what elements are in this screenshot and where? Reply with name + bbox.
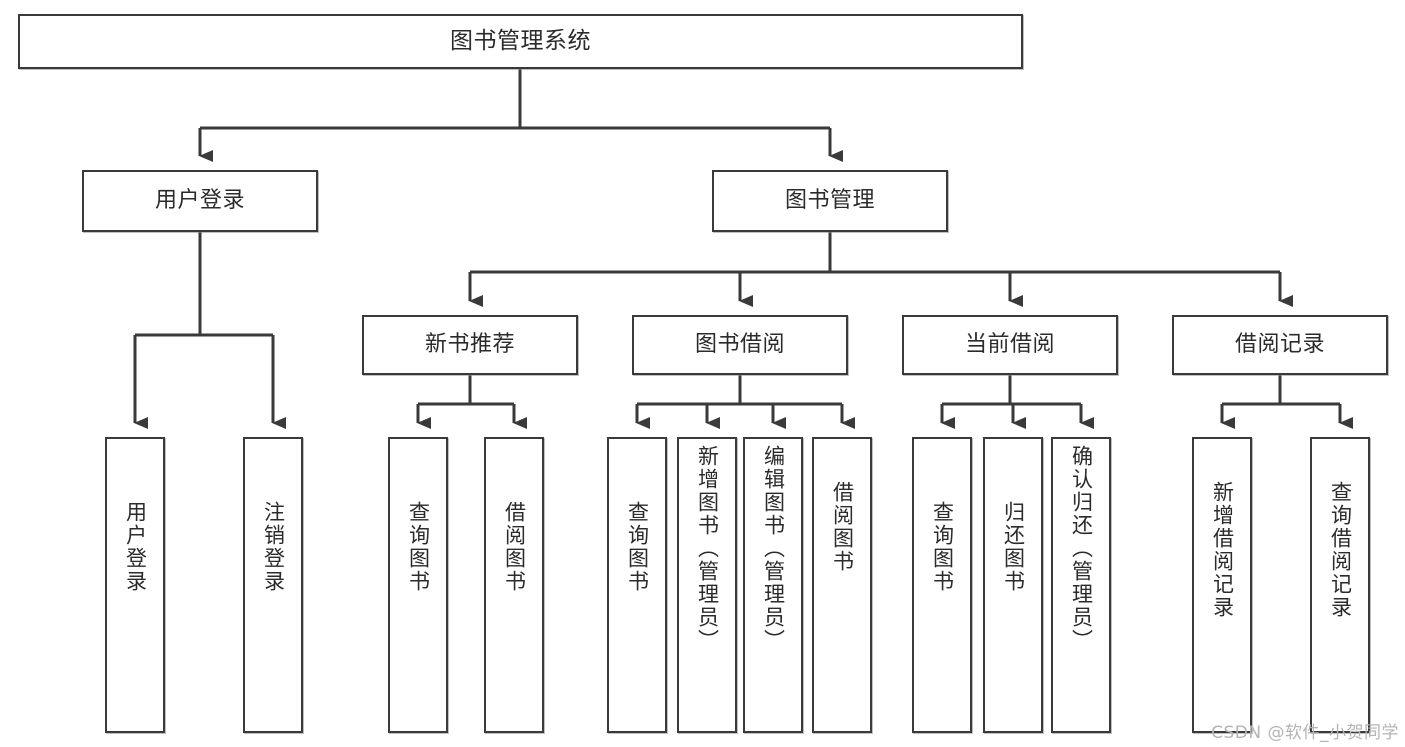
node-leaf-borrow-book-2[interactable]: 借阅图书 bbox=[812, 437, 872, 733]
node-book-management-label: 图书管理 bbox=[784, 188, 875, 214]
node-leaf-logout[interactable]: 注销登录 bbox=[243, 437, 303, 733]
node-borrow-record[interactable]: 借阅记录 bbox=[1172, 315, 1388, 375]
node-leaf-query-book-1[interactable]: 查询图书 bbox=[388, 437, 448, 733]
node-leaf-query-borrow-record[interactable]: 查询借阅记录 bbox=[1310, 437, 1370, 733]
node-current-borrow-label: 当前借阅 bbox=[964, 332, 1055, 358]
node-leaf-borrow-book-1[interactable]: 借阅图书 bbox=[484, 437, 544, 733]
node-leaf-edit-book-admin[interactable]: 编辑图书（管理员） bbox=[743, 437, 803, 733]
node-leaf-logout-label: 注销登录 bbox=[261, 501, 286, 593]
node-leaf-query-book-2-label: 查询图书 bbox=[625, 501, 650, 593]
node-leaf-query-book-3-label: 查询图书 bbox=[930, 501, 955, 593]
node-leaf-query-book-1-label: 查询图书 bbox=[406, 501, 431, 593]
node-book-borrow-label: 图书借阅 bbox=[694, 332, 785, 358]
node-user-login[interactable]: 用户登录 bbox=[82, 170, 318, 232]
node-leaf-borrow-book-2-label: 借阅图书 bbox=[830, 481, 855, 573]
node-root[interactable]: 图书管理系统 bbox=[18, 14, 1023, 69]
node-leaf-query-borrow-record-label: 查询借阅记录 bbox=[1328, 481, 1353, 619]
node-new-book-recommend-label: 新书推荐 bbox=[424, 332, 515, 358]
node-leaf-query-book-3[interactable]: 查询图书 bbox=[912, 437, 972, 733]
node-leaf-confirm-return-admin[interactable]: 确认归还（管理员） bbox=[1051, 437, 1111, 733]
node-leaf-return-book[interactable]: 归还图书 bbox=[983, 437, 1043, 733]
node-leaf-query-book-2[interactable]: 查询图书 bbox=[607, 437, 667, 733]
node-borrow-record-label: 借阅记录 bbox=[1234, 332, 1325, 358]
node-leaf-add-borrow-record[interactable]: 新增借阅记录 bbox=[1192, 437, 1252, 733]
node-leaf-return-book-label: 归还图书 bbox=[1001, 501, 1026, 593]
node-leaf-add-borrow-record-label: 新增借阅记录 bbox=[1210, 481, 1235, 619]
node-leaf-add-book-admin[interactable]: 新增图书（管理员） bbox=[677, 437, 737, 733]
node-leaf-user-login-label: 用户登录 bbox=[123, 501, 148, 593]
node-new-book-recommend[interactable]: 新书推荐 bbox=[362, 315, 578, 375]
node-book-management[interactable]: 图书管理 bbox=[712, 170, 948, 232]
node-root-label: 图书管理系统 bbox=[450, 27, 591, 54]
node-book-borrow[interactable]: 图书借阅 bbox=[632, 315, 848, 375]
node-leaf-add-book-admin-label: 新增图书（管理员） bbox=[695, 445, 720, 652]
node-leaf-user-login[interactable]: 用户登录 bbox=[105, 437, 165, 733]
node-user-login-label: 用户登录 bbox=[154, 188, 245, 214]
node-leaf-confirm-return-admin-label: 确认归还（管理员） bbox=[1069, 445, 1094, 652]
node-leaf-borrow-book-1-label: 借阅图书 bbox=[502, 501, 527, 593]
node-leaf-edit-book-admin-label: 编辑图书（管理员） bbox=[761, 445, 786, 652]
node-current-borrow[interactable]: 当前借阅 bbox=[902, 315, 1118, 375]
watermark: CSDN @软件_小贺同学 bbox=[1211, 723, 1399, 743]
